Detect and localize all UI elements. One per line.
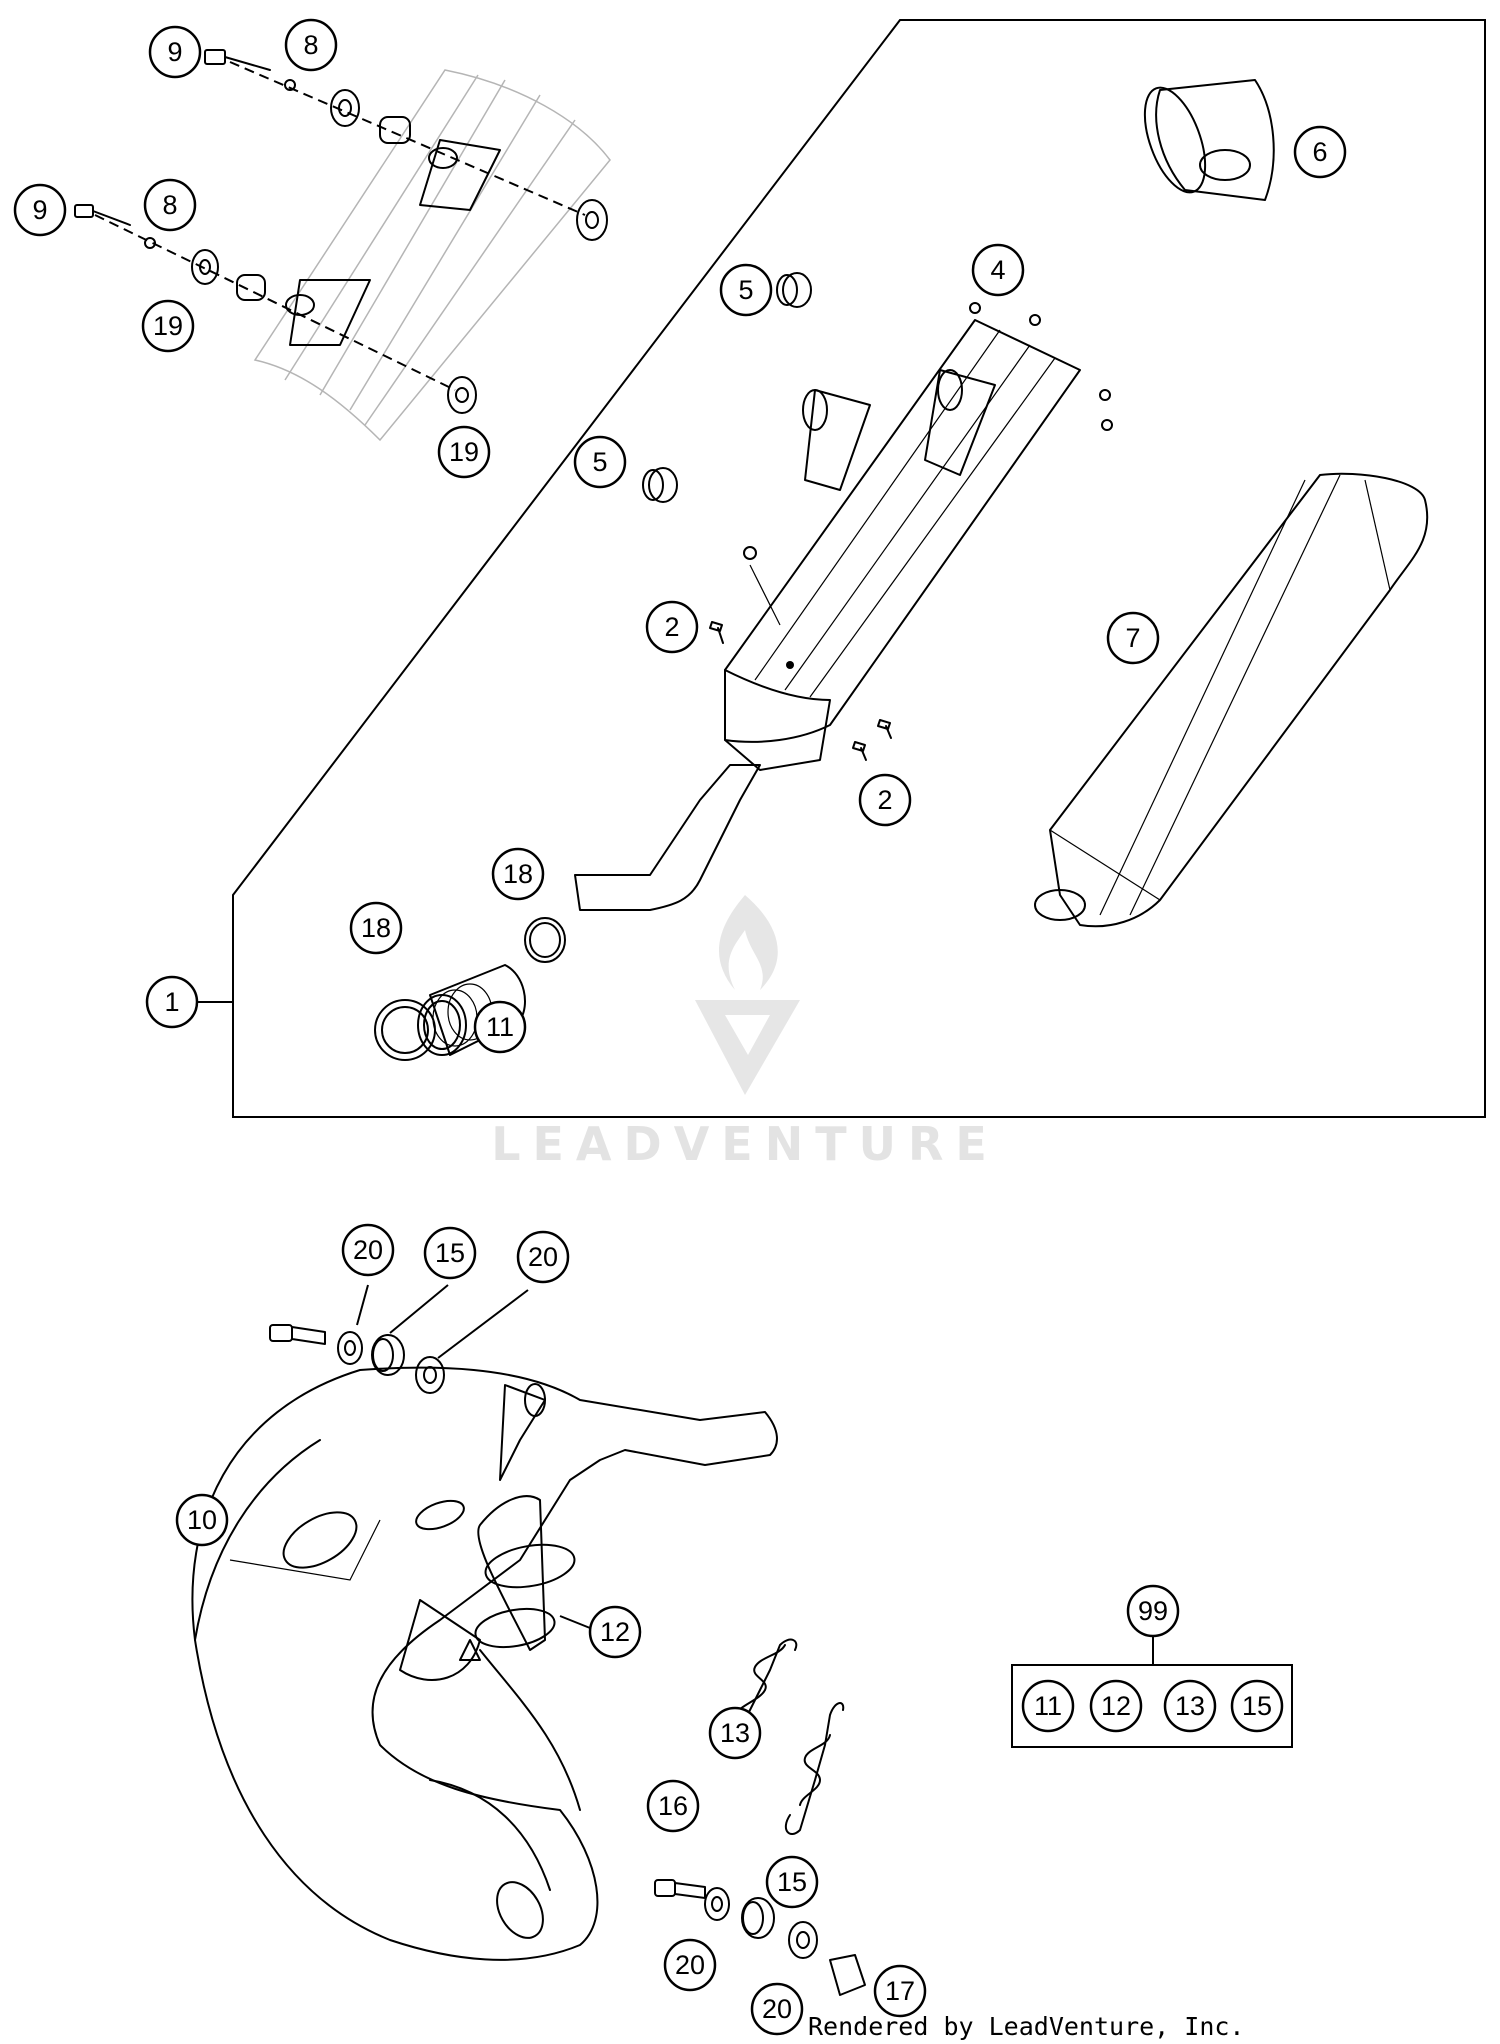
muffler-outer-shell: [1034, 472, 1429, 928]
callout-label: 12: [600, 1617, 630, 1647]
callout-9: 9: [13, 183, 67, 237]
kit-item-12: 12: [1089, 1679, 1143, 1733]
kit-item-label: 11: [1034, 1691, 1062, 1721]
callout-label: 19: [449, 437, 479, 467]
callout-label: 18: [361, 913, 391, 943]
callout-label: 9: [167, 37, 182, 67]
kit-item-label: 13: [1175, 1691, 1205, 1721]
callout-label: 20: [675, 1950, 705, 1980]
kit-box: [1011, 1633, 1293, 1748]
callout-11: 11: [473, 1000, 527, 1054]
muffler-body: [574, 319, 1081, 911]
kit-contents: 11 12 13 15: [1021, 1679, 1284, 1733]
callout-label: 15: [777, 1867, 807, 1897]
callout-label: 2: [664, 612, 679, 642]
callout-12: 12: [588, 1605, 642, 1659]
kit-box-outline: [1011, 1664, 1293, 1748]
callout-label: 10: [187, 1505, 217, 1535]
callout-5: 5: [573, 435, 627, 489]
chamber-mount-hardware: [269, 1324, 445, 1394]
muffler-assembly-frame: [232, 19, 1486, 1118]
callout-label: 7: [1125, 623, 1140, 653]
callout-label: 11: [486, 1012, 514, 1042]
callout-label: 5: [738, 275, 753, 305]
callout-label: 9: [32, 195, 47, 225]
kit-item-label: 12: [1101, 1691, 1131, 1721]
callout-15: 15: [765, 1855, 819, 1909]
lower-mount-hardware: [74, 204, 477, 414]
callout-label: 13: [720, 1718, 750, 1748]
callout-2: 2: [645, 600, 699, 654]
callout-2: 2: [858, 773, 912, 827]
kit-item-13: 13: [1163, 1679, 1217, 1733]
callout-label: 5: [592, 447, 607, 477]
render-credit: Rendered by LeadVenture, Inc.: [808, 2012, 1245, 2041]
kit-item-15: 15: [1230, 1679, 1284, 1733]
callout-4: 4: [971, 243, 1025, 297]
callout-label: 19: [153, 311, 183, 341]
callout-18: 18: [349, 901, 403, 955]
callout-9: 9: [148, 25, 202, 79]
callout-label: 1: [164, 987, 179, 1017]
chamber-seals: [474, 1543, 591, 1649]
callout-label: 8: [162, 190, 177, 220]
callout-10: 10: [175, 1493, 229, 1547]
callout-label: 16: [658, 1791, 688, 1821]
muffler-end-cap: [1143, 79, 1275, 201]
expansion-chamber: [191, 1366, 778, 1961]
callout-label: 99: [1138, 1596, 1168, 1626]
lower-chamber-hardware: [654, 1879, 866, 1996]
callout-16: 16: [646, 1779, 700, 1833]
frame-tube-outline: [253, 69, 611, 442]
callout-label: 20: [528, 1242, 558, 1272]
callout-20: 20: [750, 1982, 804, 2036]
callout-20: 20: [663, 1938, 717, 1992]
callout-99: 99: [1126, 1584, 1180, 1638]
callout-label: 20: [353, 1235, 383, 1265]
callout-1: 1: [145, 975, 199, 1029]
watermark-text: LEADVENTURE: [491, 1117, 999, 1171]
callout-8: 8: [284, 18, 338, 72]
callout-label: 2: [877, 785, 892, 815]
kit-item-11: 11: [1021, 1679, 1075, 1733]
end-cap-screws: [743, 302, 1113, 560]
muffler-screws: [709, 621, 892, 761]
callout-7: 7: [1106, 611, 1160, 665]
callout-19: 19: [437, 425, 491, 479]
upper-mount-hardware: [204, 49, 608, 241]
callout-label: 18: [503, 859, 533, 889]
callout-8: 8: [143, 178, 197, 232]
callout-label: 17: [885, 1976, 915, 2006]
callout-label: 4: [990, 255, 1005, 285]
leader-lines: [356, 1284, 529, 1359]
seal-rings-and-nozzle: [374, 917, 566, 1061]
callout-5: 5: [719, 263, 773, 317]
grommets: [642, 272, 812, 503]
callout-19: 19: [141, 299, 195, 353]
callout-label: 15: [435, 1238, 465, 1268]
callout-17: 17: [873, 1964, 927, 2018]
callout-20: 20: [516, 1230, 570, 1284]
callout-label: 20: [762, 1994, 792, 2024]
callout-18: 18: [491, 847, 545, 901]
callout-label: 6: [1312, 137, 1327, 167]
callout-13: 13: [708, 1706, 762, 1760]
callout-6: 6: [1293, 125, 1347, 179]
callout-15: 15: [423, 1226, 477, 1280]
kit-item-label: 15: [1242, 1691, 1272, 1721]
callout-20: 20: [341, 1223, 395, 1277]
leadventure-watermark: LEADVENTURE: [491, 895, 999, 1171]
frame-brackets: [285, 139, 501, 346]
callout-label: 8: [303, 30, 318, 60]
